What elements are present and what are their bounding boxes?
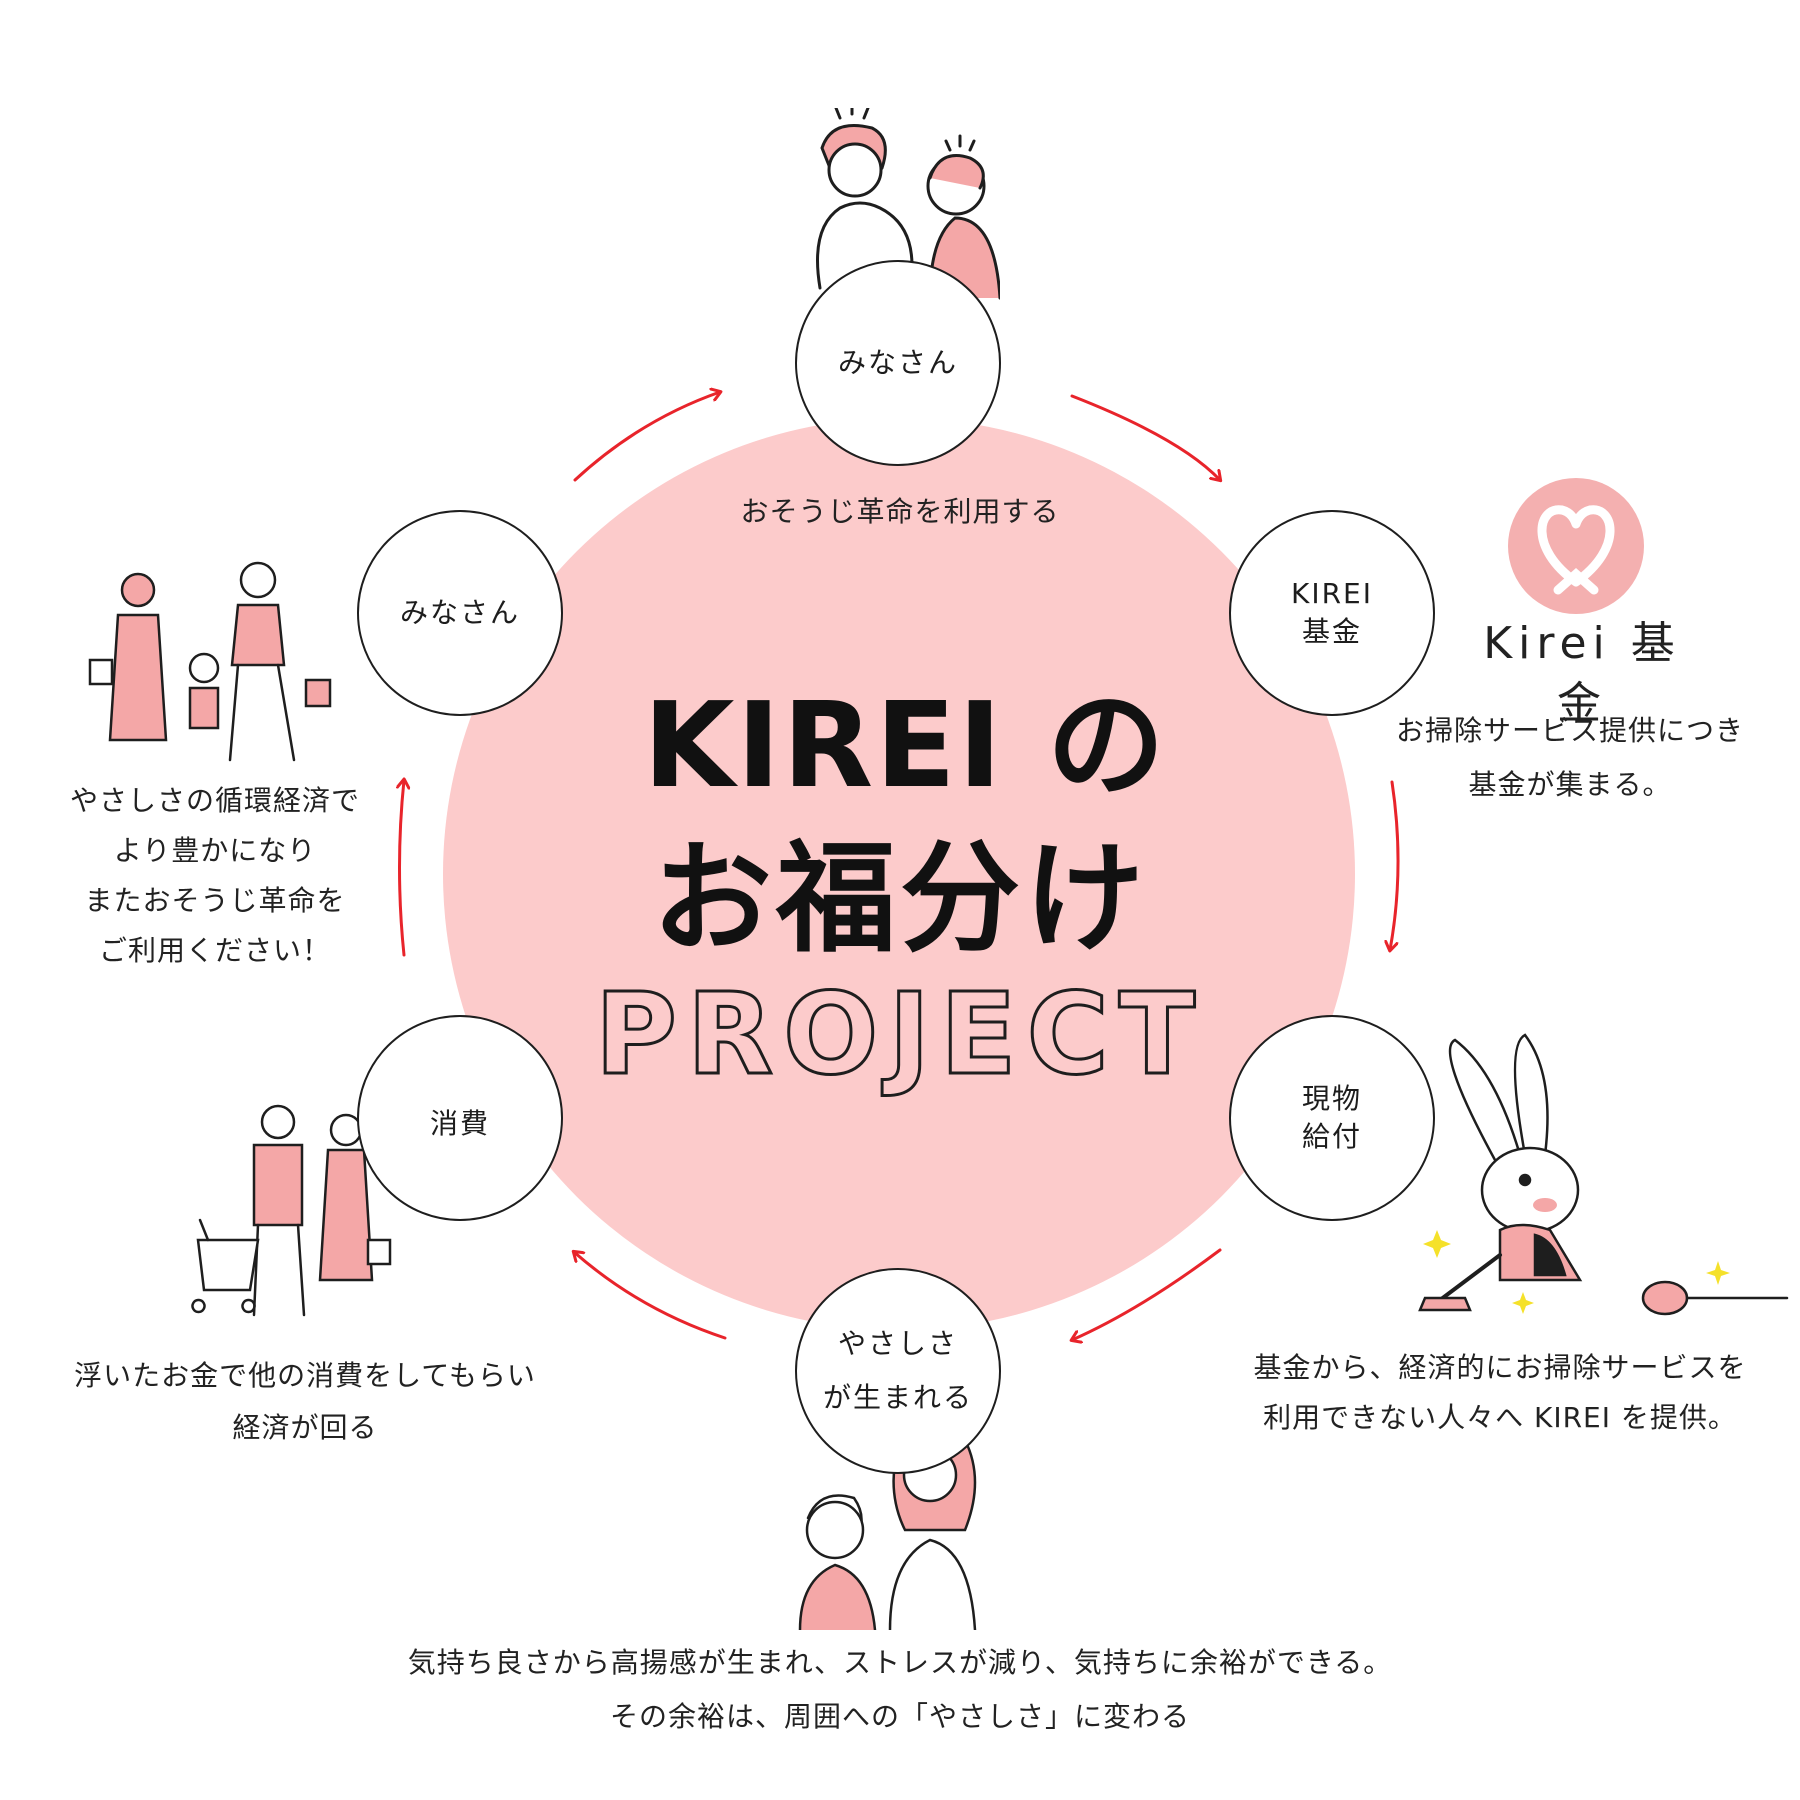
caption-bottom: 気持ち良さから高揚感が生まれ、ストレスが減り、気持ちに余裕ができる。 その余裕は… — [300, 1636, 1500, 1744]
caption-line: やさしさの循環経済で — [69, 784, 360, 817]
caption-line: 基金が集まる。 — [1468, 768, 1672, 801]
caption-line: 気持ち良さから高揚感が生まれ、ストレスが減り、気持ちに余裕ができる。 — [407, 1646, 1393, 1679]
caption-line: 利用できない人々へ KIREI を提供。 — [1263, 1401, 1737, 1434]
node-label: 消費 — [429, 1107, 490, 1140]
node-in-kind-benefit: 現物 給付 — [1229, 1015, 1435, 1221]
center-pink-circle — [443, 418, 1355, 1330]
node-minasan-left: みなさん — [357, 510, 563, 716]
node-label: みなさん — [837, 346, 958, 379]
arrow-top-left-to-top — [573, 392, 720, 482]
caption-line: 経済が回る — [232, 1411, 378, 1444]
caption-top: おそうじ革命を利用する — [650, 487, 1150, 537]
arrow-top-right-to-bottom-right — [1390, 780, 1400, 950]
title-line-3: PROJECT — [593, 970, 1206, 1100]
title-line-1: KIREI の — [643, 676, 1167, 814]
caption-line: お掃除サービス提供につき — [1395, 714, 1744, 747]
node-label: が生まれる — [822, 1381, 973, 1414]
heart-logo-icon — [1508, 478, 1644, 614]
caption-left-lower: 浮いたお金で他の消費をしてもらい 経済が回る — [40, 1350, 570, 1454]
node-minasan-top: みなさん — [795, 260, 1001, 466]
arrow-bottom-to-bottom-left — [574, 1252, 727, 1340]
logo-text: Kirei 基金 — [1483, 618, 1681, 729]
node-label: やさしさ — [837, 1327, 958, 1360]
caption-line: おそうじ革命を利用する — [740, 495, 1060, 528]
arrow-bottom-left-to-top-left — [400, 780, 405, 957]
node-label: 基金 — [1301, 615, 1362, 648]
caption-right-lower: 基金から、経済的にお掃除サービスを 利用できない人々へ KIREI を提供。 — [1220, 1343, 1780, 1443]
caption-line: 浮いたお金で他の消費をしてもらい — [74, 1359, 536, 1392]
sparkle-icon — [1423, 1230, 1730, 1314]
caption-line: またおそうじ革命を — [84, 884, 346, 917]
caption-line: 基金から、経済的にお掃除サービスを — [1253, 1351, 1747, 1384]
family-illustration — [88, 561, 332, 762]
node-label: 給付 — [1301, 1120, 1362, 1153]
node-label: KIREI — [1290, 577, 1374, 610]
shopping-couple-illustration — [191, 1104, 392, 1317]
node-label: みなさん — [399, 596, 520, 629]
caption-left-upper: やさしさの循環経済で より豊かになり またおそうじ革命を ご利用ください！ — [40, 776, 390, 976]
caption-line: ご利用ください！ — [98, 934, 331, 967]
caption-right-upper: お掃除サービス提供につき 基金が集まる。 — [1360, 704, 1780, 812]
mother-child-illustration — [798, 1423, 977, 1630]
rabbit-vacuum-illustration — [1418, 1033, 1789, 1316]
arrow-bottom-right-to-bottom — [1072, 1248, 1222, 1340]
node-kindness: やさしさ が生まれる — [795, 1268, 1001, 1474]
arrow-top-to-top-right — [1070, 394, 1220, 480]
title-line-2: お福分け — [652, 830, 1148, 969]
node-label: 現物 — [1301, 1082, 1362, 1115]
caption-line: より豊かになり — [113, 834, 317, 867]
node-consumption: 消費 — [357, 1015, 563, 1221]
node-kirei-fund: KIREI 基金 — [1229, 510, 1435, 716]
caption-line: その余裕は、周囲への「やさしさ」に変わる — [609, 1700, 1190, 1733]
